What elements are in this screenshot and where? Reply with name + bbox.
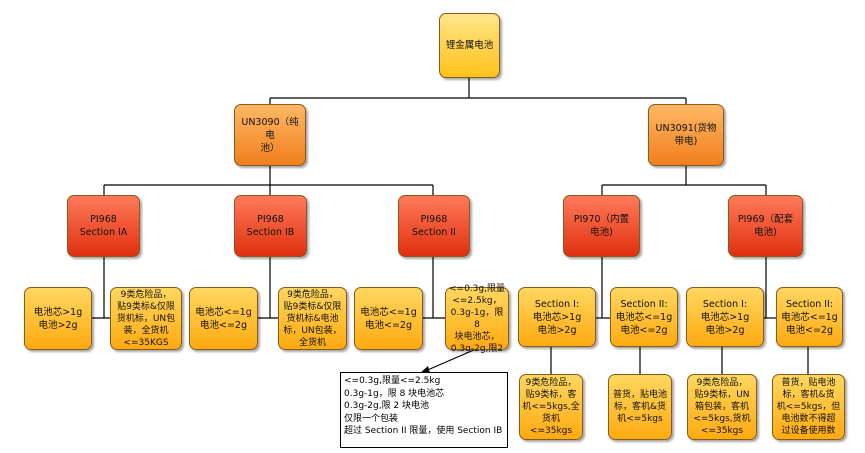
pi969-node: PI969（配套 电池): [728, 195, 803, 257]
pi970-node: PI970（内置 电池): [563, 195, 640, 257]
pi968-section-ib-node: PI968 Section IB: [234, 195, 307, 257]
pi968-section-ia-node: PI968 Section IA: [67, 195, 140, 257]
pi969-section-ii-condition: Section II: 电池芯<=1g 电池<=2g: [776, 287, 843, 347]
un3090-node: UN3090（纯电 池）: [234, 104, 306, 166]
section-ib-condition: 电池芯<=1g 电池<=2g: [189, 287, 258, 350]
pi969-section-i-requirements: 9类危险品， 贴9类标，UN 箱包装，客机 <=5kgs,货机 <=35kgs: [687, 374, 757, 440]
pi970-section-ii-condition: Section II: 电池芯<=1g 电池<=2g: [610, 287, 678, 347]
section-ia-requirements: 9类危险品， 贴9类标&仅限 货机标，UN包 装，全货机 <=35KGS: [110, 287, 182, 350]
pi970-section-i-requirements: 9类危险品， 贴9类标，客 机<=5kgs,全 货机<=35kgs: [519, 374, 583, 440]
note-line: 0.3g-1g，限 8 块电池芯: [344, 388, 445, 399]
pi968-section-ii-node: PI968 Section II: [398, 195, 470, 257]
pi969-section-ii-requirements: 普货，贴电池 标，客机&货 机<=5kgs，但 电池数不得超 过设备使用数: [772, 374, 845, 440]
section-ia-condition: 电池芯>1g 电池>2g: [24, 287, 92, 350]
section-ib-requirements: 9类危险品， 贴9类标&仅限 货机标&电池 标，UN包装， 全货机: [278, 287, 347, 350]
pi970-section-ii-requirements: 普货，贴电池 标，客机&货 机<=5kgs: [608, 374, 672, 440]
section-ii-requirements: <=0.3g,限量 <=2.5kg， 0.3g-1g，限8 块电池芯， 0.3g…: [445, 284, 509, 354]
note-line: 0.3g-2g,限 2 块电池: [344, 401, 430, 411]
un3091-node: UN3091(货物 带电): [648, 104, 724, 166]
note-line: 超过 Section II 限量，使用 Section IB: [344, 426, 503, 436]
pi969-section-i-condition: Section I: 电池芯>1g 电池>2g: [686, 287, 764, 347]
note-line: <=0.3g,限量<=2.5kg: [344, 376, 441, 386]
section-ii-condition: 电池芯<=1g 电池<=2g: [354, 287, 423, 350]
root-lithium-metal-battery: 锂金属电池: [439, 13, 500, 78]
pi970-section-i-condition: Section I: 电池芯>1g 电池>2g: [518, 287, 596, 347]
note-line: 仅限一个包装: [344, 413, 399, 424]
section-ii-limits-note: <=0.3g,限量<=2.5kg 0.3g-1g，限 8 块电池芯 0.3g-2…: [340, 372, 508, 448]
